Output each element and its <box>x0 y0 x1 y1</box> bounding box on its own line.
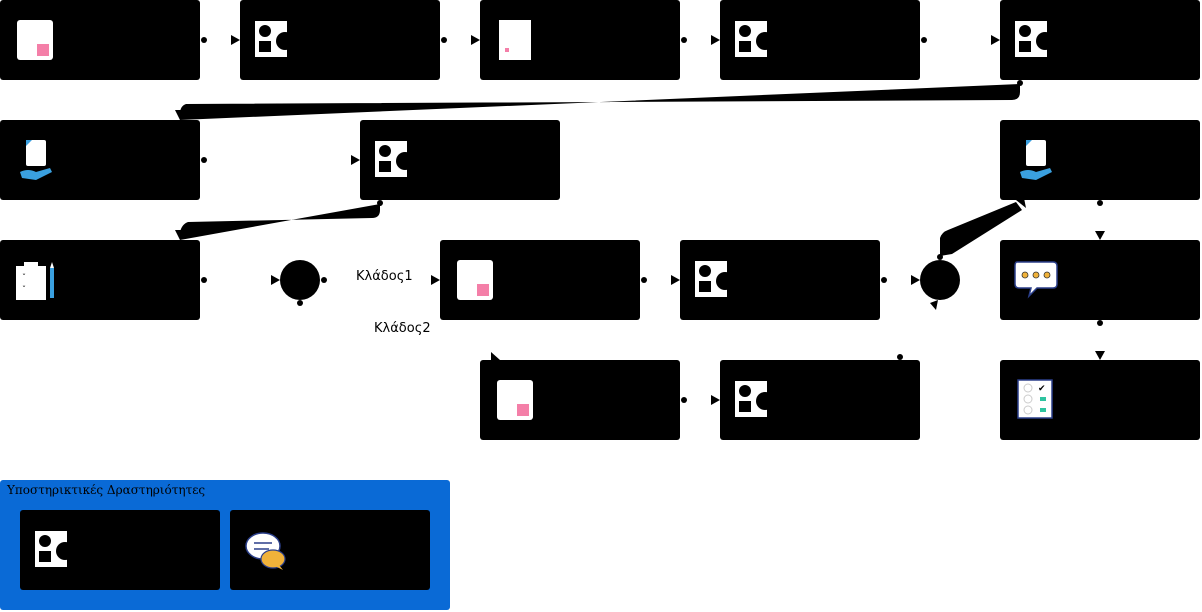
task-node-5[interactable] <box>1000 0 1200 80</box>
document-pink-icon <box>497 380 533 420</box>
support-group-title: Υποστηρικτικές Δραστηριότητες <box>6 483 205 497</box>
task-node-14[interactable] <box>720 360 920 440</box>
task-node-11[interactable] <box>680 240 880 320</box>
document-pink-icon <box>17 20 53 60</box>
checklist-icon <box>1017 379 1053 419</box>
task-node-15[interactable] <box>1000 360 1200 440</box>
connectors <box>175 35 1105 405</box>
document-pink-icon <box>457 260 493 300</box>
support-group: Υποστηρικτικές Δραστηριότητες <box>0 480 450 610</box>
task-node-13[interactable] <box>480 360 680 440</box>
task-node-12[interactable] <box>1000 240 1200 320</box>
branch2-label: Κλάδος2 <box>374 321 431 336</box>
task-node-7[interactable] <box>360 120 560 200</box>
support-node-1[interactable] <box>20 510 220 590</box>
task-node-2[interactable] <box>240 0 440 80</box>
gateway-split <box>280 260 320 300</box>
branch1-label: Κλάδος1 <box>356 269 413 284</box>
task-node-9[interactable] <box>0 240 200 320</box>
support-node-2[interactable] <box>230 510 430 590</box>
task-node-3[interactable] <box>480 0 680 80</box>
document-small-icon <box>499 20 531 60</box>
task-node-8[interactable] <box>1000 120 1200 200</box>
task-node-1[interactable] <box>0 0 200 80</box>
task-node-4[interactable] <box>720 0 920 80</box>
task-node-10[interactable] <box>440 240 640 320</box>
task-node-6[interactable] <box>0 120 200 200</box>
gateway-merge <box>920 260 960 300</box>
